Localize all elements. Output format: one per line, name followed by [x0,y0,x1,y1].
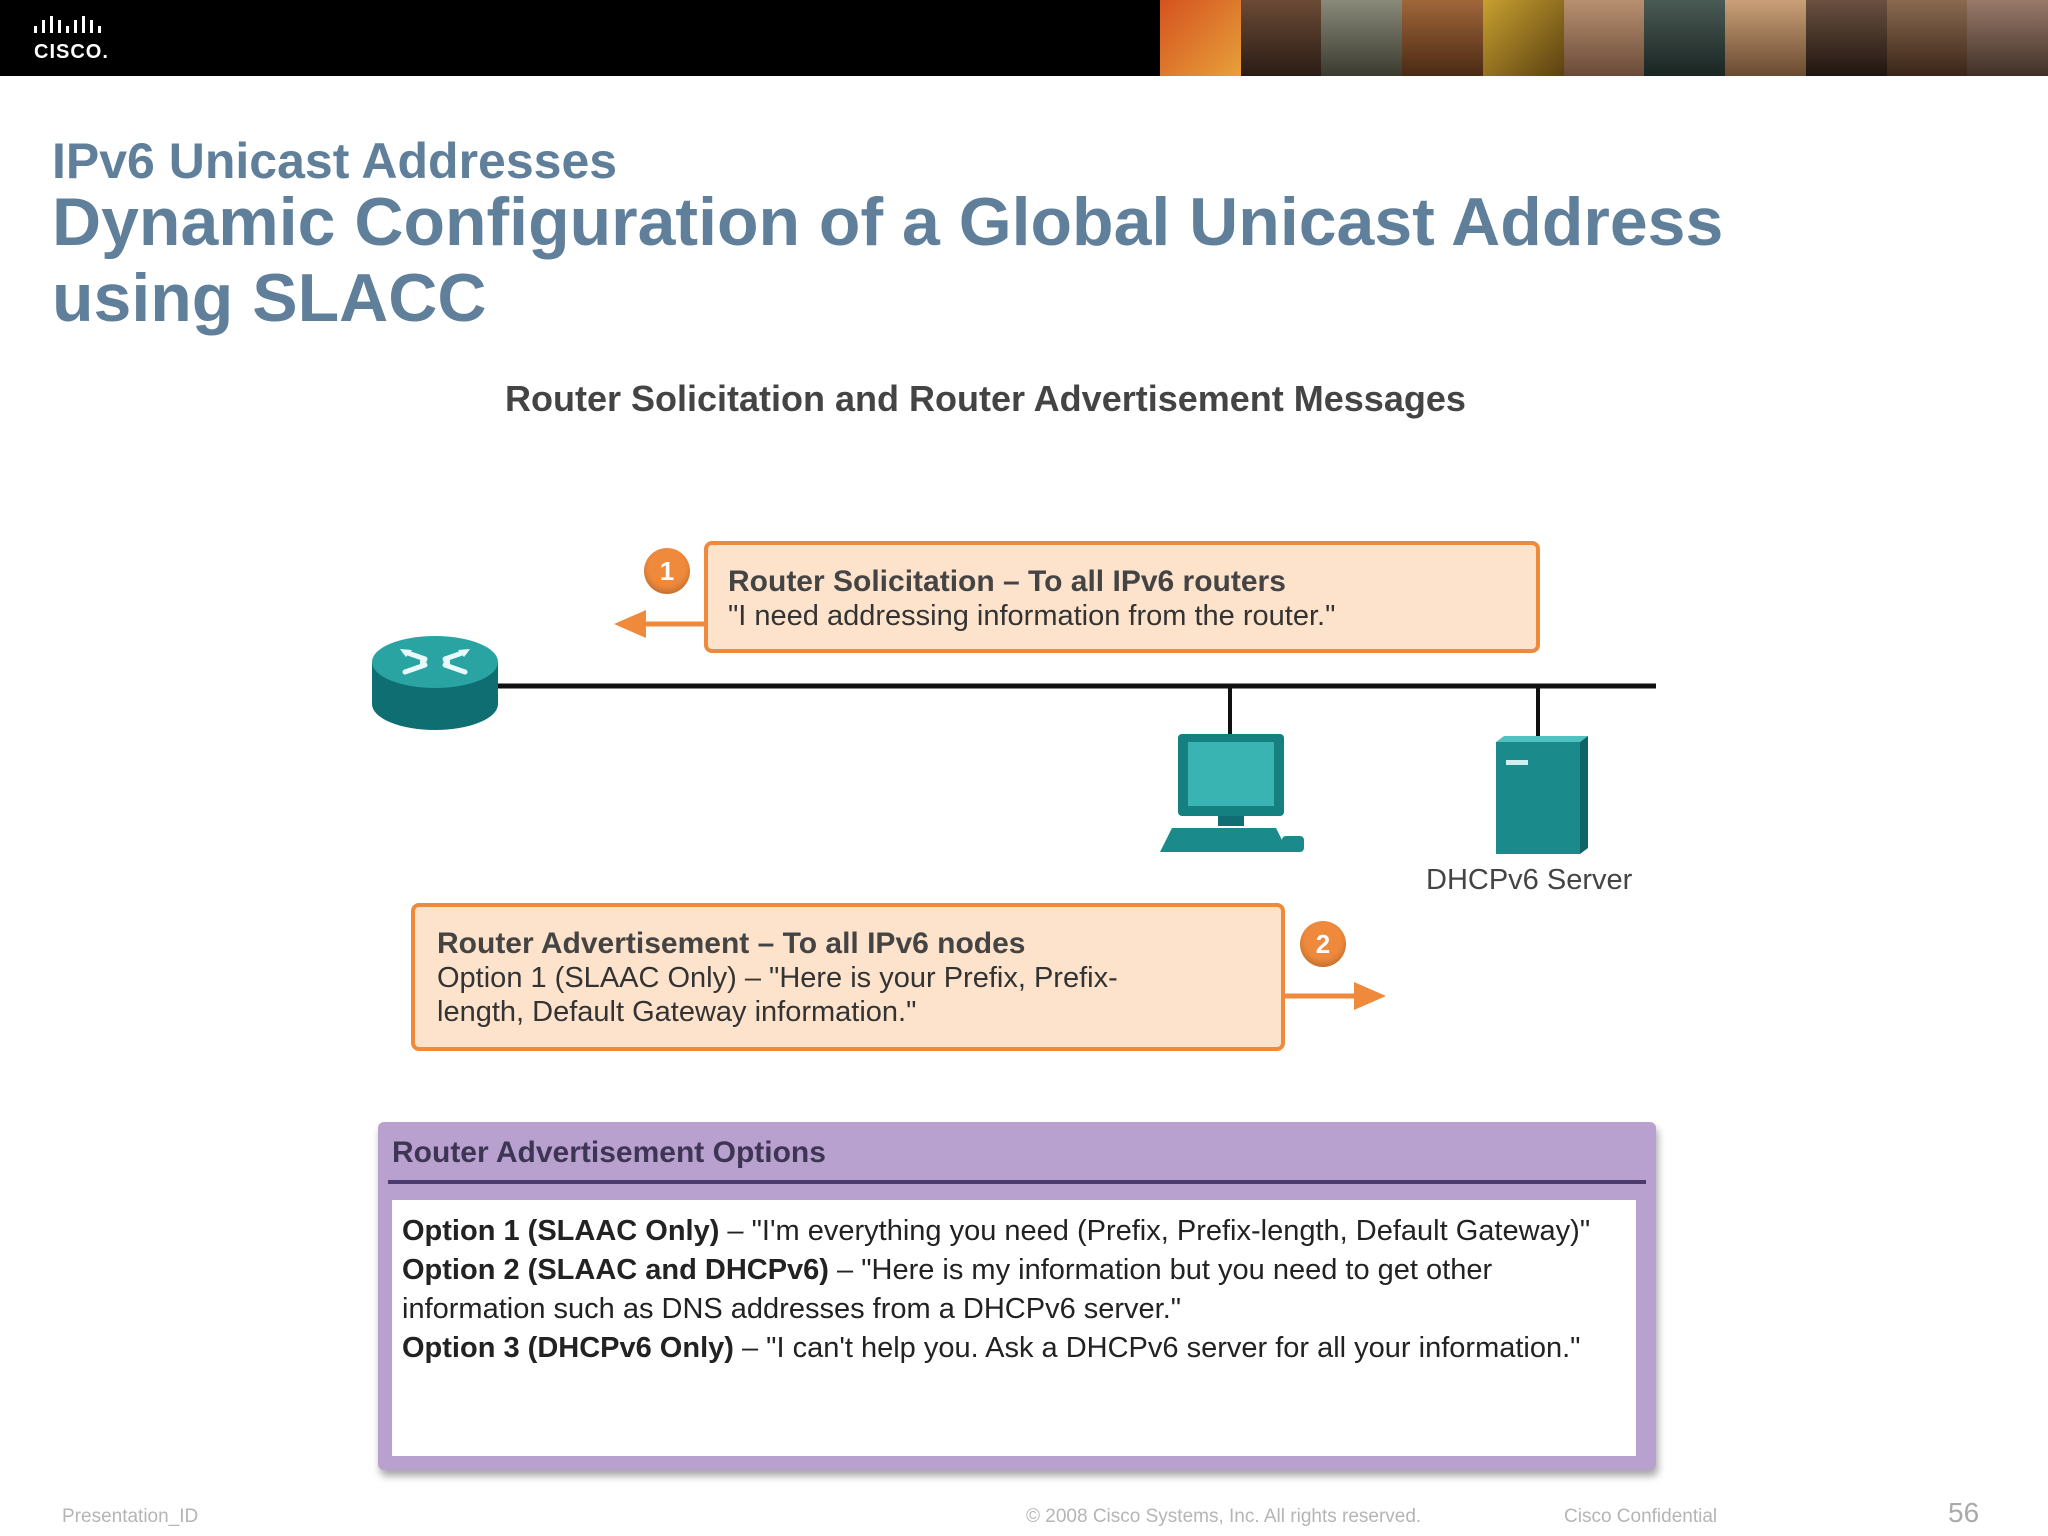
arrow-right-icon [1283,982,1386,1010]
router-solicitation-text: "I need addressing information from the … [728,600,1336,632]
header-photo [1644,0,1726,76]
pc-icon [1160,734,1304,852]
ra-option-text: – "Here is my information but you need t… [402,1254,1493,1325]
ra-options-divider [388,1180,1646,1184]
router-solicitation-heading: Router Solicitation – To all IPv6 router… [728,565,1286,598]
server-icon [1496,736,1588,854]
step-1-badge: 1 [644,548,690,594]
ra-option-text: – "I'm everything you need (Prefix, Pref… [719,1215,1591,1247]
ra-options-list: Option 1 (SLAAC Only) – "I'm everything … [392,1200,1636,1456]
ra-options-heading: Router Advertisement Options [392,1136,826,1169]
header-photo [1967,0,2048,76]
header-photo [1240,0,1322,76]
slide-title: Dynamic Configuration of a Global Unicas… [52,184,1724,336]
dhcpv6-server-label: DHCPv6 Server [1426,864,1633,896]
footer-presentation-id: Presentation_ID [62,1506,199,1527]
footer-confidential: Cisco Confidential [1564,1506,1718,1527]
arrow-left-icon [614,610,706,638]
router-icon [372,636,498,730]
cisco-logo-icon [34,16,101,33]
router-advertisement-text-line-1: Option 1 (SLAAC Only) – "Here is your Pr… [437,962,1118,994]
header-photo [1402,0,1483,76]
ra-option-item: Option 2 (SLAAC and DHCPv6) – "Here is m… [402,1251,1626,1329]
header-photo [1805,0,1887,76]
cisco-logo-text: CISCO. [34,41,109,63]
ra-option-label: Option 2 (SLAAC and DHCPv6) [402,1254,829,1286]
ra-option-text: – "I can't help you. Ask a DHCPv6 server… [733,1332,1581,1364]
ra-option-label: Option 1 (SLAAC Only) [402,1215,720,1247]
router-advertisement-callout: Router Advertisement – To all IPv6 nodes… [411,903,1285,1051]
ra-options-panel: Router Advertisement Options Option 1 (S… [378,1122,1656,1470]
ra-option-item: Option 1 (SLAAC Only) – "I'm everything … [402,1212,1626,1251]
figure-title: Router Solicitation and Router Advertise… [505,378,1466,419]
header-photo [1321,0,1403,76]
router-advertisement-heading: Router Advertisement – To all IPv6 nodes [437,927,1026,960]
step-2-badge: 2 [1300,921,1346,967]
header-photo-strip [1160,0,2048,76]
header-photo [1482,0,1564,76]
footer-copyright: © 2008 Cisco Systems, Inc. All rights re… [1026,1506,1422,1527]
header-bar: CISCO. [0,0,2048,76]
header-photo [1563,0,1645,76]
router-solicitation-callout: Router Solicitation – To all IPv6 router… [704,541,1540,653]
ra-option-label: Option 3 (DHCPv6 Only) [402,1332,734,1364]
header-photo [1725,0,1806,76]
page-number: 56 [1948,1497,1980,1528]
header-photo [1886,0,1968,76]
header-photo [1160,0,1241,76]
router-advertisement-text-line-2: length, Default Gateway information." [437,996,917,1028]
ra-option-item: Option 3 (DHCPv6 Only) – "I can't help y… [402,1329,1626,1368]
slide-subtitle: IPv6 Unicast Addresses [52,133,618,189]
